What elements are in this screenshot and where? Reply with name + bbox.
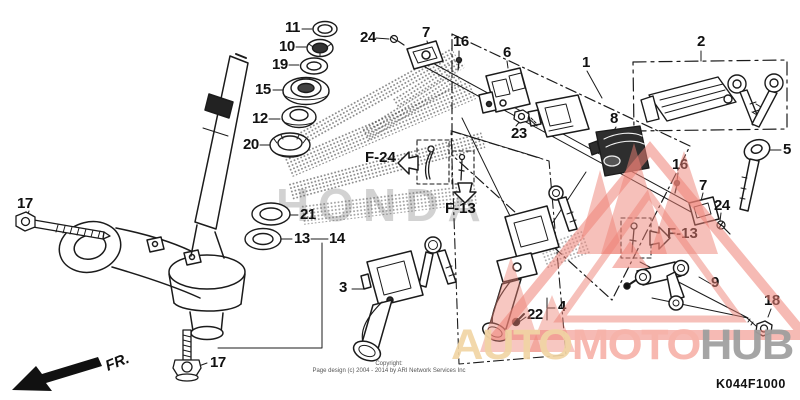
ref-label-f-24-0: F-24 xyxy=(365,149,396,166)
part-label-17-27: 17 xyxy=(210,354,226,371)
part-label-24-20: 24 xyxy=(714,197,730,214)
key-set-2-drawing xyxy=(640,73,784,128)
part-label-2-14: 2 xyxy=(697,33,705,50)
bracket-7-upper-drawing xyxy=(406,40,444,70)
bolt-17-lower-drawing xyxy=(172,329,202,382)
part-label-9-24: 9 xyxy=(711,274,719,291)
part-label-14-8: 14 xyxy=(329,230,345,247)
part-label-15-3: 15 xyxy=(255,81,271,98)
steering-stem-drawing xyxy=(194,53,249,230)
part-label-5-19: 5 xyxy=(783,141,791,158)
screw-24-upper-drawing xyxy=(389,34,405,46)
part-label-7-18: 7 xyxy=(699,177,707,194)
copyright-line2: Page design (c) 2004 - 2014 by ARI Netwo… xyxy=(312,367,466,374)
part-label-7-10: 7 xyxy=(422,24,430,41)
diagram-code: K044F1000 xyxy=(716,377,786,391)
ref-label-f-13-2: F-13 xyxy=(667,225,698,242)
switch-6-drawing xyxy=(478,67,531,114)
part-label-8-16: 8 xyxy=(610,110,618,127)
arrow-f13-down xyxy=(453,182,477,204)
part-label-6-12: 6 xyxy=(503,44,511,61)
part-label-19-2: 19 xyxy=(272,56,288,73)
ignition-switch-3-drawing xyxy=(352,236,457,362)
part-label-16-17: 16 xyxy=(672,156,688,173)
arrow-f24 xyxy=(397,151,419,175)
switch-mid-drawing xyxy=(527,94,590,138)
part-label-17-26: 17 xyxy=(17,195,33,212)
pin-16-upper-drawing xyxy=(455,56,463,71)
part-label-11-0: 11 xyxy=(285,19,300,36)
part-label-3-21: 3 xyxy=(339,279,347,296)
bolt-23-drawing xyxy=(513,109,538,127)
fr-direction-arrow xyxy=(12,357,102,391)
part-label-23-15: 23 xyxy=(511,125,527,142)
pin-f13-upper-drawing xyxy=(458,153,466,181)
part-label-18-25: 18 xyxy=(764,292,780,309)
part-label-16-11: 16 xyxy=(453,33,469,50)
part-label-13-7: 13 xyxy=(294,230,310,247)
part-label-24-9: 24 xyxy=(360,29,376,46)
part-label-10-1: 10 xyxy=(279,38,295,55)
copyright-line1: Copyright: xyxy=(375,361,403,367)
part-label-1-13: 1 xyxy=(582,54,590,71)
copyright-notice: Copyright: Page design (c) 2004 - 2014 b… xyxy=(294,361,484,374)
part-label-22-23: 22 xyxy=(527,306,543,323)
clip-f24-drawing xyxy=(424,145,435,180)
part-label-12-4: 12 xyxy=(252,110,268,127)
honda-watermark-text: HONDA xyxy=(276,179,490,231)
bolt-17-upper-drawing xyxy=(15,211,111,240)
key-set-box-2 xyxy=(632,59,788,132)
part-label-20-5: 20 xyxy=(243,136,259,153)
part-label-21-6: 21 xyxy=(300,206,316,223)
ref-label-f-13-1: F-13 xyxy=(445,200,476,217)
bearing-stack-drawing xyxy=(244,20,338,251)
part-label-4-22: 4 xyxy=(558,298,566,315)
